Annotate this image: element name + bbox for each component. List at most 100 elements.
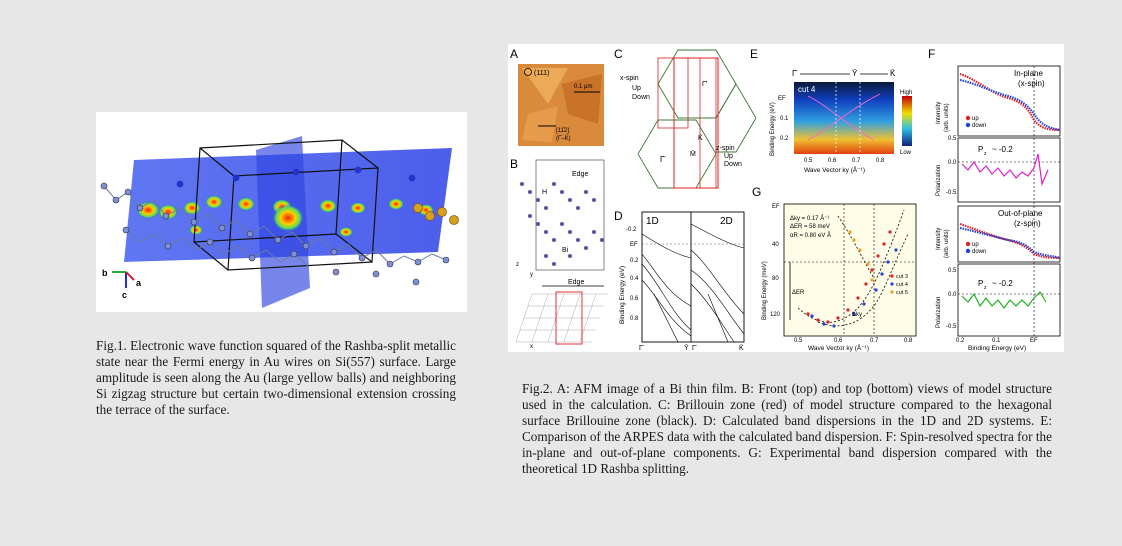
f-pol1: Polarization: [936, 165, 942, 196]
b-x-label: x: [530, 344, 533, 350]
g-xt2: 0.7: [870, 338, 879, 344]
g-ef: EF: [772, 204, 780, 210]
panel-c: C x-spin Up Down z-spin Up Down Γ̄ M̄ K̄…: [614, 47, 757, 189]
d-x2: Γ̄: [692, 345, 697, 352]
d-1d: 1D: [646, 216, 659, 227]
e-cut: cut 4: [798, 85, 816, 94]
g-xt0: 0.5: [794, 338, 803, 344]
b-z-label: z: [516, 262, 519, 268]
g-l1: Δky = 0.17 Å⁻¹: [790, 215, 829, 222]
panel-f: F In-plane (x-spin) up down P z ~ -0.2 O…: [928, 47, 1061, 352]
f-pz2: P: [978, 279, 983, 288]
f-yt1b: 0.0: [948, 160, 957, 166]
fig2-caption: Fig.2. A: AFM image of a Bi thin film. B…: [522, 381, 1052, 476]
f-xt2: EF: [1030, 338, 1038, 344]
f-up2: up: [972, 242, 979, 248]
fig1-wavefunction-render: b c a: [100, 136, 459, 308]
arpes-map: [794, 82, 894, 154]
e-ylabel: Binding Energy (eV): [770, 102, 776, 156]
d-tick-3: 0.4: [630, 276, 639, 282]
b-bi-label: Bi: [562, 247, 569, 254]
panel-e: E Γ̄ Ȳ K̄ cut 4: [750, 47, 912, 174]
f-outplane: Out-of-plane: [998, 209, 1043, 218]
axis-a-label: a: [136, 278, 142, 288]
colorbar: [902, 96, 912, 146]
afm-scale: 0.1 μm: [574, 84, 592, 90]
miller-circle-icon: [524, 68, 532, 76]
e-xt0: 0.5: [804, 158, 813, 164]
panel-b: B Edge H Bi z y Edge: [510, 157, 608, 350]
c-k: K̄: [698, 134, 703, 142]
panel-d-label: D: [614, 209, 623, 223]
f-intensity1: Intensity: [936, 102, 942, 124]
b-edge-bottom: Edge: [568, 279, 584, 286]
g-xt3: 0.8: [904, 338, 913, 344]
g-leg1: cut 4: [896, 282, 908, 288]
afm-miller: (111): [534, 70, 549, 77]
e-xt3: 0.8: [876, 158, 885, 164]
g-leg2: cut 5: [896, 290, 908, 296]
c-gamma-p: Γ̄': [702, 81, 707, 88]
panel-d: D 1D 2D -0.2 EF 0.2 0.4 0.6 0.8 Binding …: [614, 209, 745, 352]
bi-atoms-front: [520, 182, 604, 266]
g-dk: Δky: [852, 312, 862, 318]
f-pz1: P: [978, 145, 983, 154]
g-points: [806, 230, 898, 328]
panel-g-label: G: [752, 185, 761, 199]
f-xlabel: Binding Energy (eV): [968, 345, 1026, 352]
e-xt1: 0.6: [828, 158, 837, 164]
panel-f-label: F: [928, 47, 935, 61]
panel-g: G Δky = 0.17 Å⁻¹ ΔER = 58 meV αR = 0.8: [752, 185, 917, 352]
d-ylabel: Binding Energy (eV): [619, 266, 626, 324]
panel-b-label: B: [510, 157, 518, 171]
amplitude-spots: [136, 195, 434, 237]
d-tick-2: 0.2: [630, 258, 639, 264]
g-xt1: 0.6: [834, 338, 843, 344]
panel-a-label: A: [510, 47, 518, 61]
c-m: M̄: [690, 150, 696, 158]
afm-dir1: [11̄2]: [556, 128, 569, 134]
f-down1: down: [972, 123, 986, 129]
g-yt0: 40: [772, 242, 779, 248]
f-xt1: 0.1: [992, 338, 1001, 344]
e-yt2: 0.2: [780, 136, 789, 142]
d-tick-1: EF: [630, 242, 638, 248]
panel-c-label: C: [614, 47, 623, 61]
f-up1: up: [972, 116, 979, 122]
fig2-composite: A (111) 0.1 μm [11̄2] (Γ̄–K̄) B: [510, 47, 1061, 352]
e-low: Low: [900, 150, 912, 156]
panel-e-label: E: [750, 47, 758, 61]
surface-atoms: [176, 166, 416, 188]
f-outplane2: (z-spin): [1014, 219, 1041, 228]
f-xt0: 0.2: [956, 338, 965, 344]
d-x0: Γ̄: [639, 345, 644, 352]
c-xspin: x-spin: [620, 75, 639, 82]
c-zup: Up: [724, 153, 733, 160]
c-gamma: Γ̄: [660, 155, 666, 164]
d-x3: K̄: [739, 344, 744, 352]
g-ylabel: Binding Energy (meV): [762, 261, 768, 320]
e-k: K̄: [890, 69, 896, 78]
e-yt0: EF: [778, 96, 786, 102]
f-yt2a: 0.5: [948, 268, 957, 274]
g-yt2: 120: [770, 312, 781, 318]
axis-c-label: c: [122, 290, 127, 300]
e-y: Ȳ: [852, 69, 858, 78]
d-x1: Ȳ: [684, 344, 689, 352]
d-tick-4: 0.6: [630, 296, 639, 302]
e-xlabel: Wave Vector ky (Å⁻¹): [804, 165, 865, 174]
si-atoms: [100, 182, 450, 286]
panel-a: A (111) 0.1 μm [11̄2] (Γ̄–K̄): [510, 47, 604, 146]
g-l3: αR = 0.80 eV Å: [790, 232, 831, 239]
f-arb1: (arb. units): [944, 103, 950, 132]
e-xt2: 0.7: [852, 158, 861, 164]
fig2-image: A (111) 0.1 μm [11̄2] (Γ̄–K̄) B: [508, 44, 1064, 352]
axis-b-label: b: [102, 268, 108, 278]
b-h-label: H: [542, 189, 547, 196]
d-tick-5: 0.8: [630, 316, 639, 322]
e-gamma: Γ̄: [792, 69, 798, 78]
unit-cell-box: [193, 139, 379, 271]
f-pz2sub: z: [984, 285, 987, 291]
c-up: Up: [632, 85, 641, 92]
f-yt1c: -0.5: [946, 190, 957, 196]
